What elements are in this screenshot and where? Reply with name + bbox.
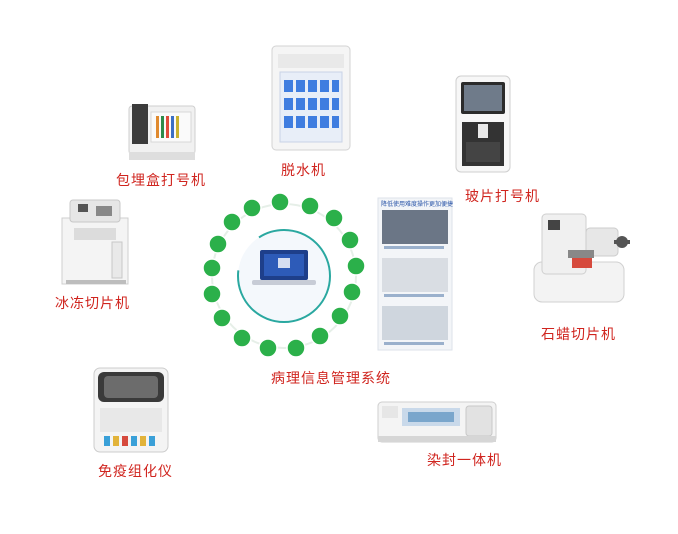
stain-coverslipper-label: 染封一体机 (427, 453, 502, 469)
embedding-cassette-printer-image (128, 104, 196, 160)
panel-heading: 降低使用难度操作更加便捷 (381, 201, 454, 208)
slide-printer-image (455, 75, 511, 173)
dehydrator-label: 脱水机 (281, 163, 326, 179)
dehydrator-image (271, 45, 351, 151)
system-diagram-graphic (192, 188, 457, 363)
slide-printer-label: 玻片打号机 (465, 189, 540, 205)
cryostat-image (61, 199, 129, 285)
system-diagram: 降低使用难度操作更加便捷 (192, 188, 457, 363)
system-title: 病理信息管理系统 (271, 371, 391, 387)
immunostainer-label: 免疫组化仪 (98, 464, 173, 480)
immunostainer-image (93, 367, 169, 453)
paraffin-microtome-label: 石蜡切片机 (541, 327, 616, 343)
cryostat-label: 冰冻切片机 (55, 296, 130, 312)
embedding-cassette-printer-label: 包埋盒打号机 (116, 173, 206, 189)
stain-coverslipper-image (377, 401, 497, 443)
paraffin-microtome-image (533, 213, 630, 303)
